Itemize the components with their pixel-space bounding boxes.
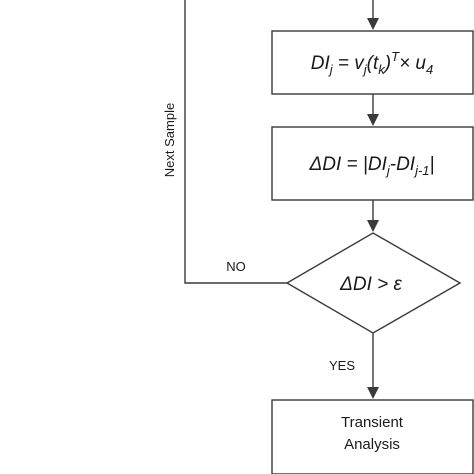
process-box-delta-di	[271, 126, 474, 201]
arrowhead-box2	[367, 114, 379, 126]
yes-label: YES	[329, 358, 355, 373]
formula-delta-di: ΔDI = |DIj-DIj-1|	[309, 154, 435, 178]
no-label: NO	[226, 259, 246, 274]
edge-no-loop	[184, 0, 287, 284]
transient-line2: Analysis	[344, 436, 400, 453]
arrowhead-top	[367, 18, 379, 30]
arrowhead-yes	[367, 387, 379, 399]
epsilon-symbol: ε	[394, 274, 403, 295]
transient-line1: Transient	[341, 414, 404, 431]
process-box-transient	[271, 399, 474, 474]
next-sample-label: Next Sample	[162, 103, 177, 177]
decision-condition: ΔDI > ε	[339, 274, 402, 295]
formula-di: DIj = vj(tk)T× u4	[311, 49, 434, 77]
arrowhead-decision	[367, 220, 379, 232]
